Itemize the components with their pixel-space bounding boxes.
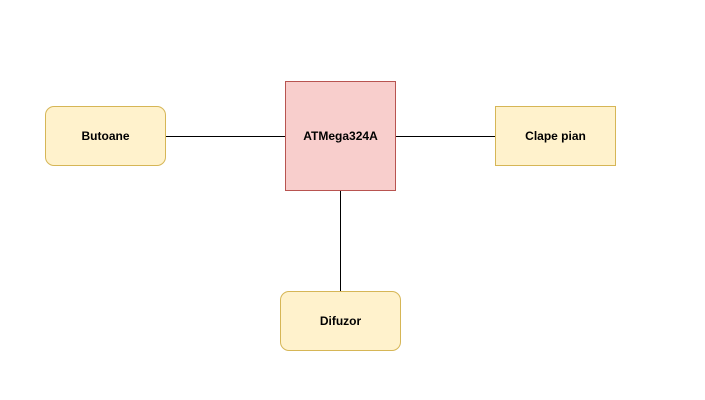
node-label: Butoane: [81, 129, 130, 143]
node-difuzor: Difuzor: [280, 291, 401, 351]
node-label: Clape pian: [525, 129, 586, 143]
node-atmega324a: ATMega324A: [285, 81, 396, 191]
edge-mcu-to-difuzor: [340, 191, 341, 291]
node-label: Difuzor: [319, 314, 362, 328]
edge-mcu-to-clape-pian: [396, 136, 495, 137]
node-label: ATMega324A: [303, 129, 378, 143]
node-clape-pian: Clape pian: [495, 106, 616, 166]
edge-butoane-to-mcu: [166, 136, 285, 137]
node-butoane: Butoane: [45, 106, 166, 166]
